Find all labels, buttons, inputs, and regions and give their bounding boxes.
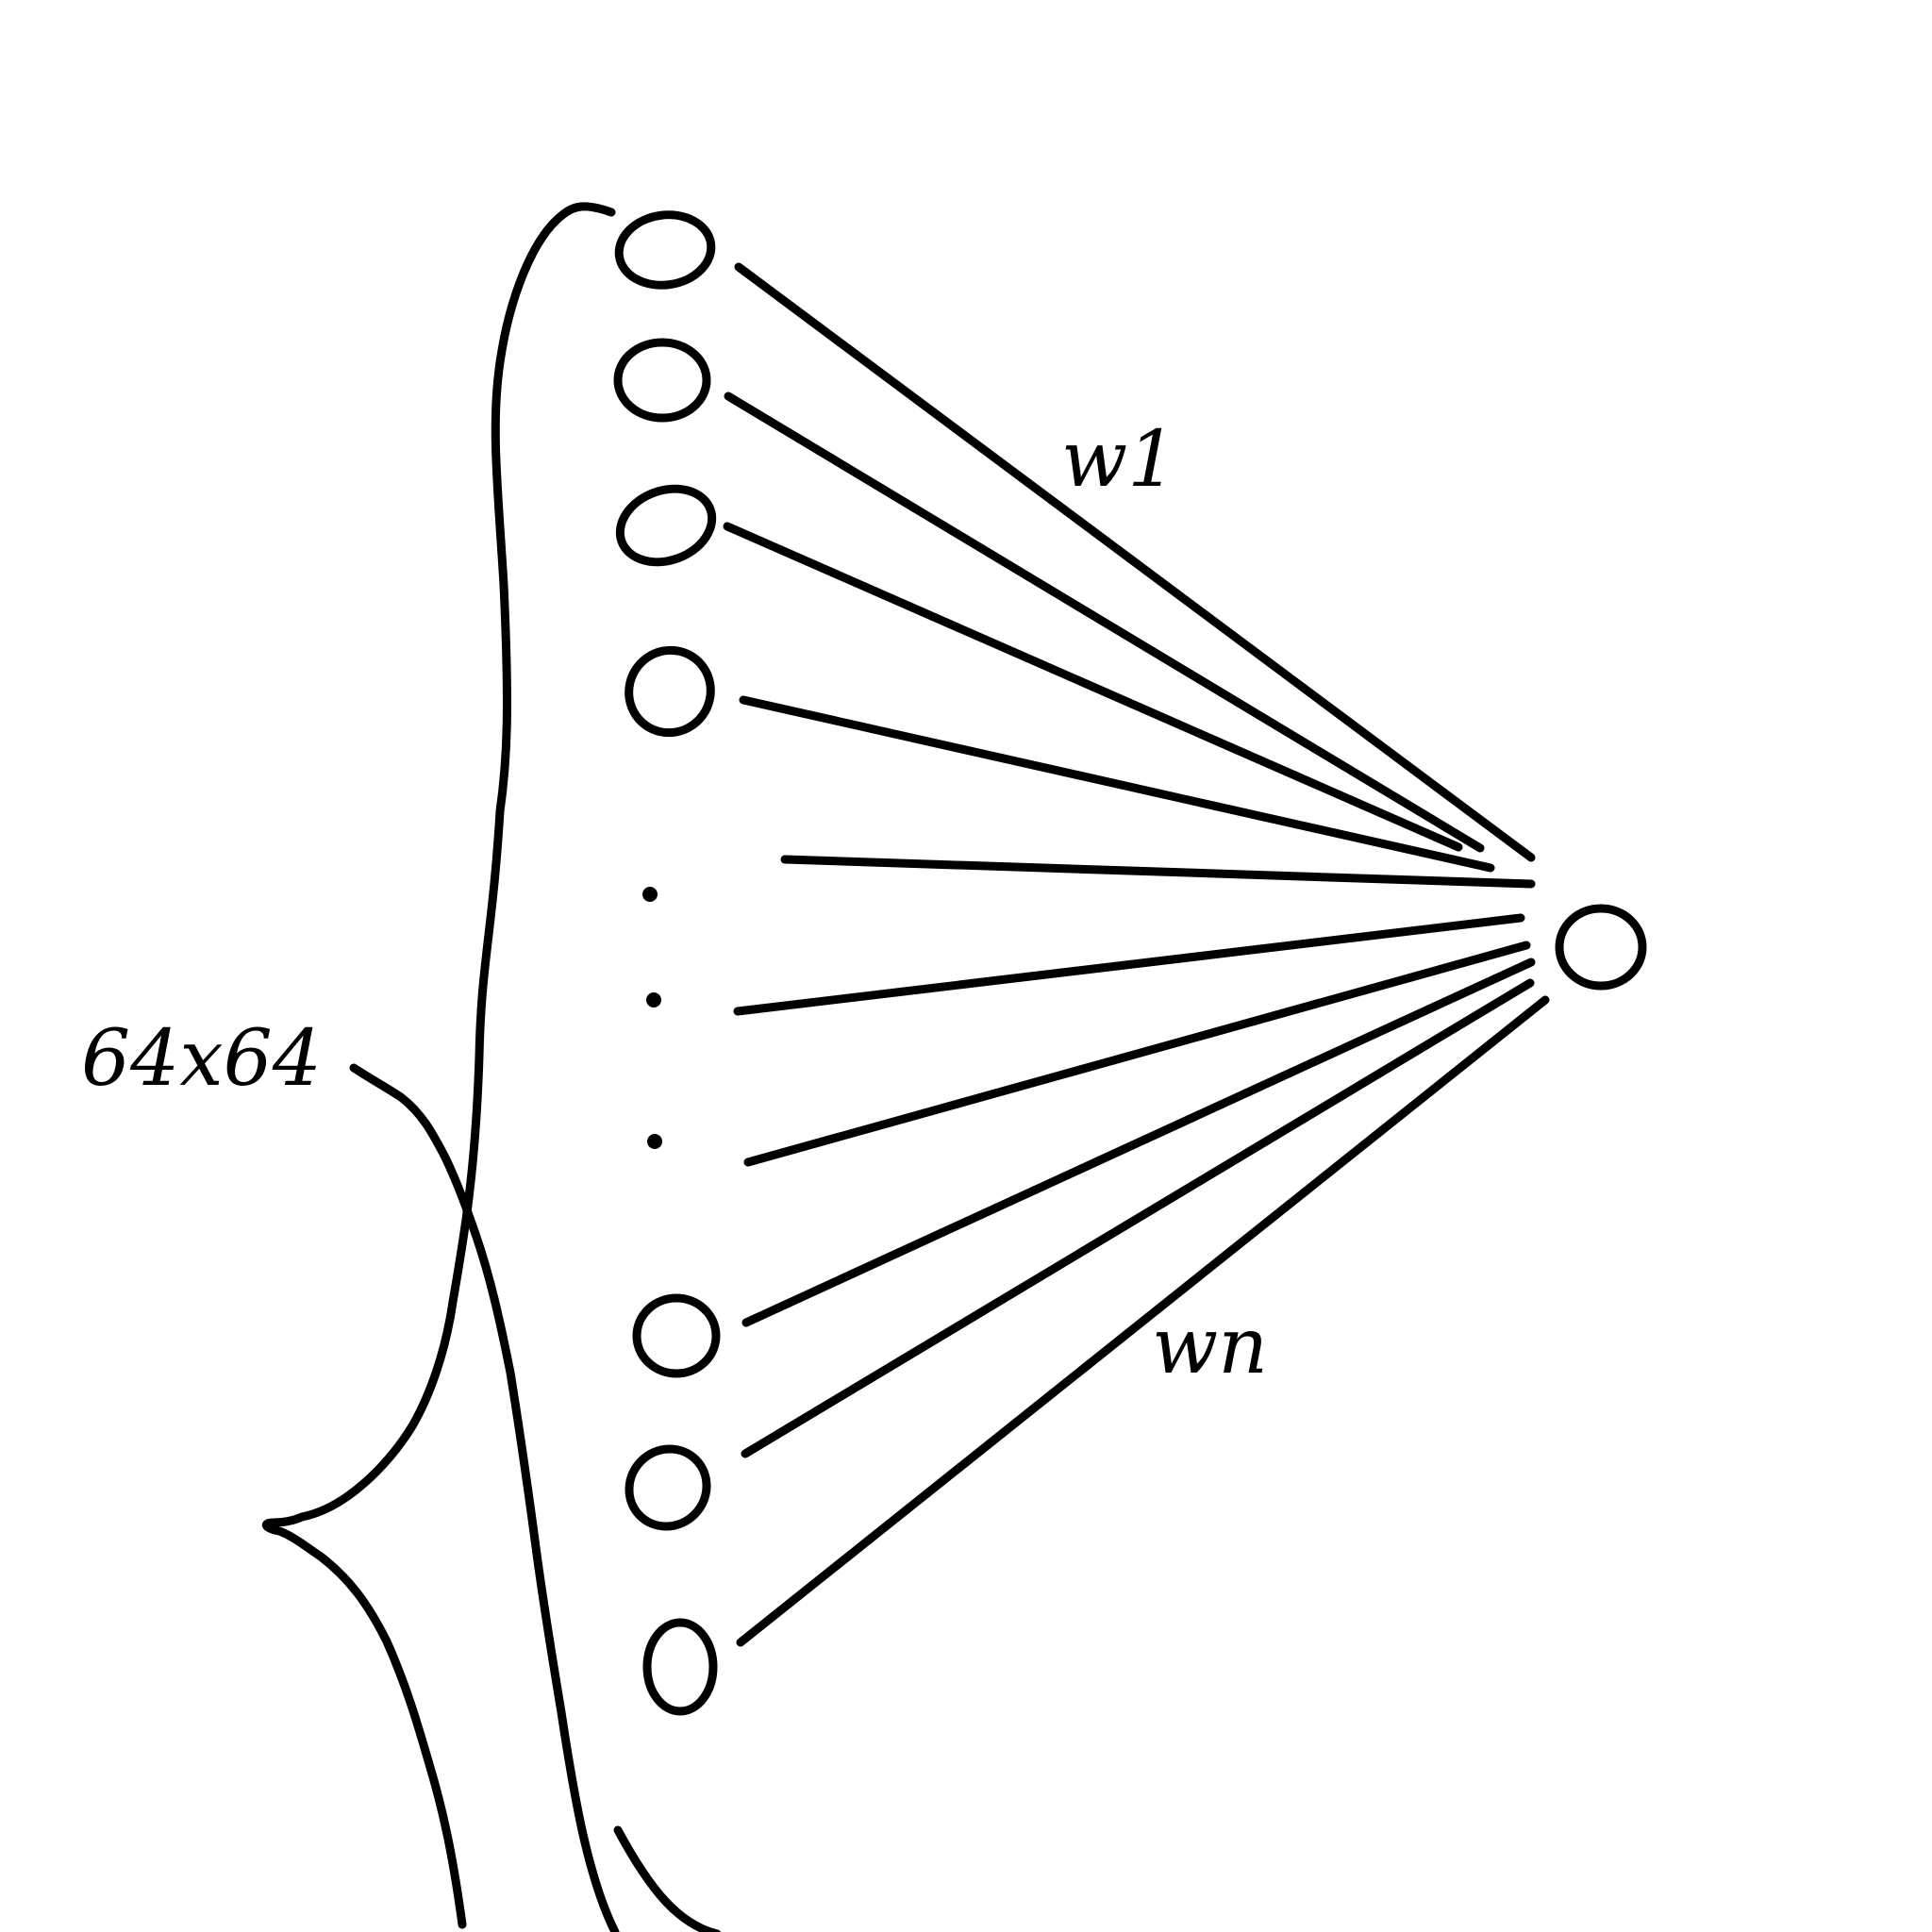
- ellipsis-dot-3: [647, 1134, 662, 1149]
- connection-line-10: [736, 995, 1550, 1647]
- input-node-4: [625, 645, 715, 738]
- input-brace: [261, 202, 616, 1929]
- input-node-2: [613, 338, 711, 423]
- connection-lines: [723, 262, 1550, 1647]
- connection-line-6: [733, 913, 1525, 1016]
- input-node-5: [632, 1293, 721, 1378]
- connection-line-4: [739, 695, 1495, 873]
- input-node-7: [642, 1618, 718, 1716]
- connection-line-3: [723, 522, 1463, 852]
- connection-line-1: [734, 262, 1536, 862]
- ellipsis-dot-2: [646, 992, 661, 1008]
- input-size-label: 64x64: [81, 1014, 322, 1104]
- connection-line-2: [724, 391, 1485, 853]
- connection-line-5: [780, 855, 1536, 889]
- ellipsis-dot-1: [642, 887, 658, 902]
- input-brace-lower: [349, 1063, 620, 1932]
- input-node-3: [615, 484, 717, 567]
- weight-w1-label: w1: [1061, 415, 1176, 505]
- connection-line-7: [743, 941, 1531, 1167]
- connection-line-8: [741, 958, 1536, 1327]
- input-brace-bottom-curl: [613, 1825, 722, 1932]
- weight-wn-label: wn: [1152, 1302, 1268, 1391]
- input-node-6: [625, 1444, 711, 1531]
- connection-line-9: [741, 978, 1535, 1458]
- output-node: [1555, 904, 1647, 991]
- input-node-1: [614, 210, 716, 290]
